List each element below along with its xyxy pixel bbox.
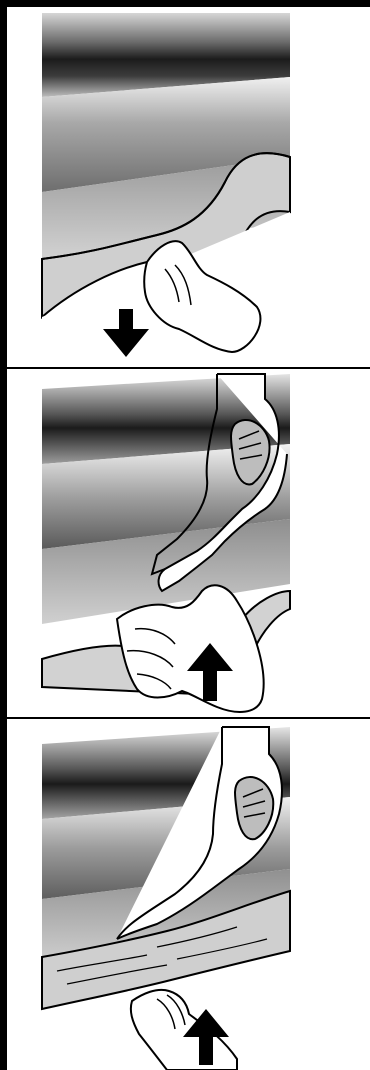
step-1-panel xyxy=(7,7,370,367)
step-1-illustration xyxy=(7,7,370,367)
step-3-panel xyxy=(7,719,370,1070)
frame-top-border xyxy=(0,0,370,7)
frame-left-border xyxy=(0,0,7,1070)
step-2-panel xyxy=(7,369,370,717)
step-3-illustration xyxy=(7,719,370,1070)
step-2-illustration xyxy=(7,369,370,717)
